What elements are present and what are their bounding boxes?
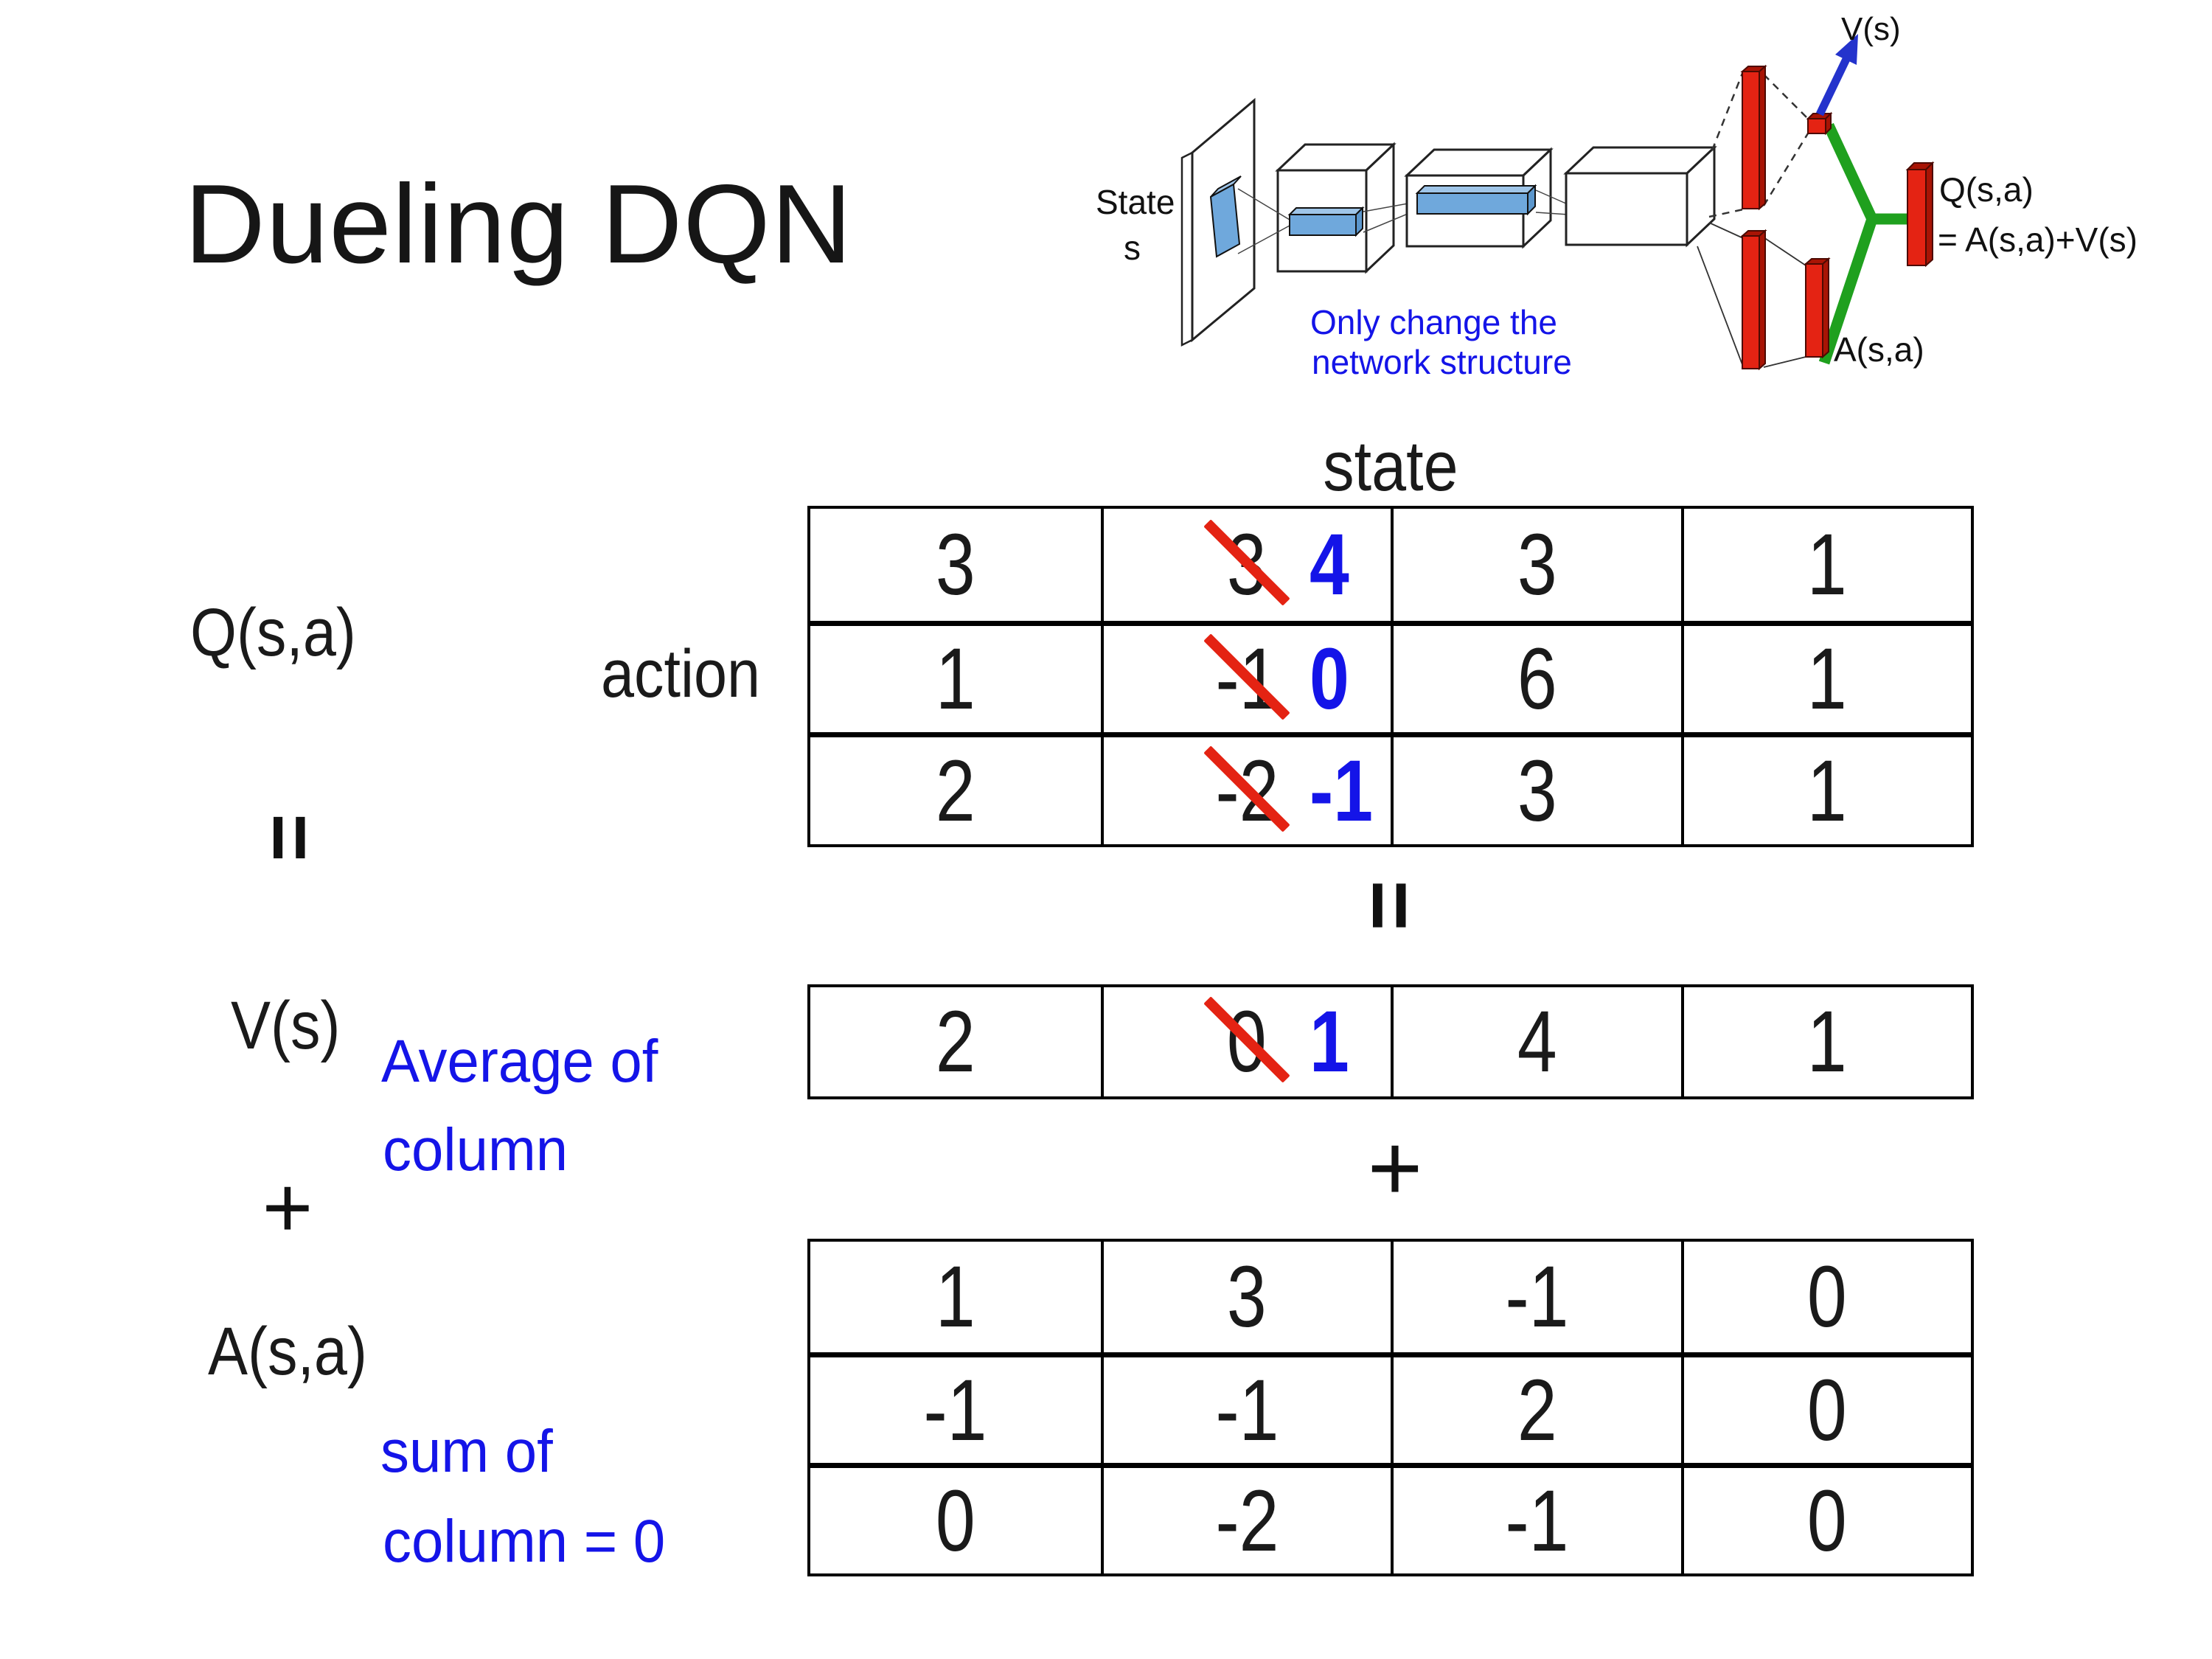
table-cell: 0 [810,1463,1101,1573]
table-cell: 4 [1391,987,1681,1096]
advantage-table: 1 3 -1 0 -1 -1 2 0 0 -2 -1 0 [807,1239,1974,1576]
table-cell: 0 [1680,1352,1971,1463]
diagram-vs-label: V(s) [1841,11,1901,47]
feature-bar-long [1415,184,1537,216]
table-cell-crossed: 0 1 [1100,987,1391,1096]
plus-sign-center: + [1367,1116,1423,1221]
table-cell: -1 [1391,1242,1681,1352]
v-function-label: V(s) [231,988,341,1063]
feature-bar-small [1287,206,1365,237]
table-cell: 3 [1100,1242,1391,1352]
table-cell: 2 [1391,1352,1681,1463]
value-stream-dashed-lines [1708,71,1809,218]
table-cell: -1 [810,1352,1101,1463]
conv-line [1237,188,1290,220]
table-cell: 1 [1680,620,1971,733]
table-cell: -2 [1100,1463,1391,1573]
table-cell-crossed: -1 0 [1100,620,1391,733]
table-cell: 2 [810,732,1101,844]
dueling-network-diagram: State s Only change the network structur… [1096,11,2138,381]
table-cell: 1 [810,620,1101,733]
value-arrow [1816,54,1851,116]
diagram-state-label: State [1096,183,1175,221]
diagram-q-formula: = A(s,a)+V(s) [1938,220,2138,259]
conv-filter [1209,183,1241,258]
diagram-note-line1: Only change the [1310,303,1557,341]
table-cell: 1 [935,1248,975,1346]
conv-line [1237,225,1290,254]
a-annotation-line2: column = 0 [383,1508,666,1575]
v-annotation-line1: Average of [381,1028,658,1095]
diagram-asa-label: A(s,a) [1834,330,1924,369]
q-output-bar [1905,161,1935,268]
new-value: 1 [1310,993,1350,1091]
plus-sign-left: + [262,1159,313,1256]
input-frame-side [1180,150,1194,347]
equals-sign-left: = [244,813,336,862]
fc-red-bar-value-hidden [1740,64,1767,211]
new-value: -1 [1310,742,1374,840]
action-axis-label: action [601,636,761,712]
table-cell: 3 [1391,509,1681,621]
state-axis-label: state [1323,427,1458,506]
v-annotation-line2: column [383,1116,568,1183]
table-cell: 3 [935,515,975,613]
a-annotation-line1: sum of [380,1418,553,1485]
diagram-note-line2: network structure [1312,343,1572,381]
new-value: 0 [1310,630,1350,728]
diagram-qsa-label: Q(s,a) [1939,170,2034,209]
value-node [1806,111,1833,136]
fc-red-bar-adv-hidden [1740,229,1767,371]
table-cell: 6 [1391,620,1681,733]
value-arrow-head [1835,34,1858,65]
page-title: Dueling DQN [184,161,853,287]
q-function-label: Q(s,a) [190,595,356,670]
table-cell: 1 [1680,732,1971,844]
table-cell: -1 [1100,1352,1391,1463]
table-cell: 3 [1391,732,1681,844]
q-value-table: 3 3 4 3 1 1 -1 0 6 1 2 -2 -1 3 1 [807,506,1974,847]
table-cell: 2 [935,993,975,1091]
table-cell: 0 [1680,1463,1971,1573]
table-cell: 0 [1680,1242,1972,1352]
state-value-table: 2 0 1 4 1 [807,984,1974,1099]
aggregator-connector [1818,122,1910,365]
diagram-state-s: s [1124,229,1141,267]
fc-box [1563,145,1717,248]
table-cell: 1 [1680,987,1972,1096]
table-cell-crossed: 3 4 [1100,509,1391,621]
new-value: 4 [1310,515,1350,613]
advantage-bar [1804,257,1831,359]
equals-sign-center: = [1341,880,1439,931]
table-cell: -1 [1391,1463,1681,1573]
table-cell: 1 [1680,509,1972,621]
advantage-stream-lines [1697,222,1806,368]
a-function-label: A(s,a) [208,1314,367,1389]
table-cell-crossed: -2 -1 [1100,732,1391,844]
